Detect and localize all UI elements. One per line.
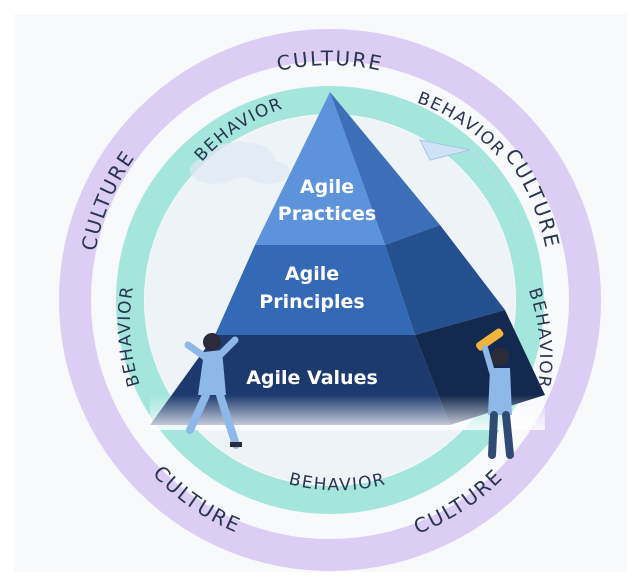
values-label: Agile Values (246, 367, 378, 389)
person-with-telescope-icon (476, 328, 514, 459)
practices-label-line1: Agile (300, 176, 354, 198)
pyramid (150, 92, 545, 430)
practices-label-line2: Practices (278, 203, 376, 225)
principles-label-line1: Agile (285, 263, 339, 285)
tier-principles-side (385, 225, 505, 335)
tier-practices (255, 92, 385, 245)
tier-principles (215, 245, 415, 335)
paper-plane-icon (419, 139, 521, 231)
cloud-icon (190, 142, 290, 184)
person-pushing-icon (184, 333, 242, 449)
tier-practices-side (330, 92, 440, 245)
principles-label-line2: Principles (259, 291, 364, 313)
culture-ring (59, 29, 601, 571)
